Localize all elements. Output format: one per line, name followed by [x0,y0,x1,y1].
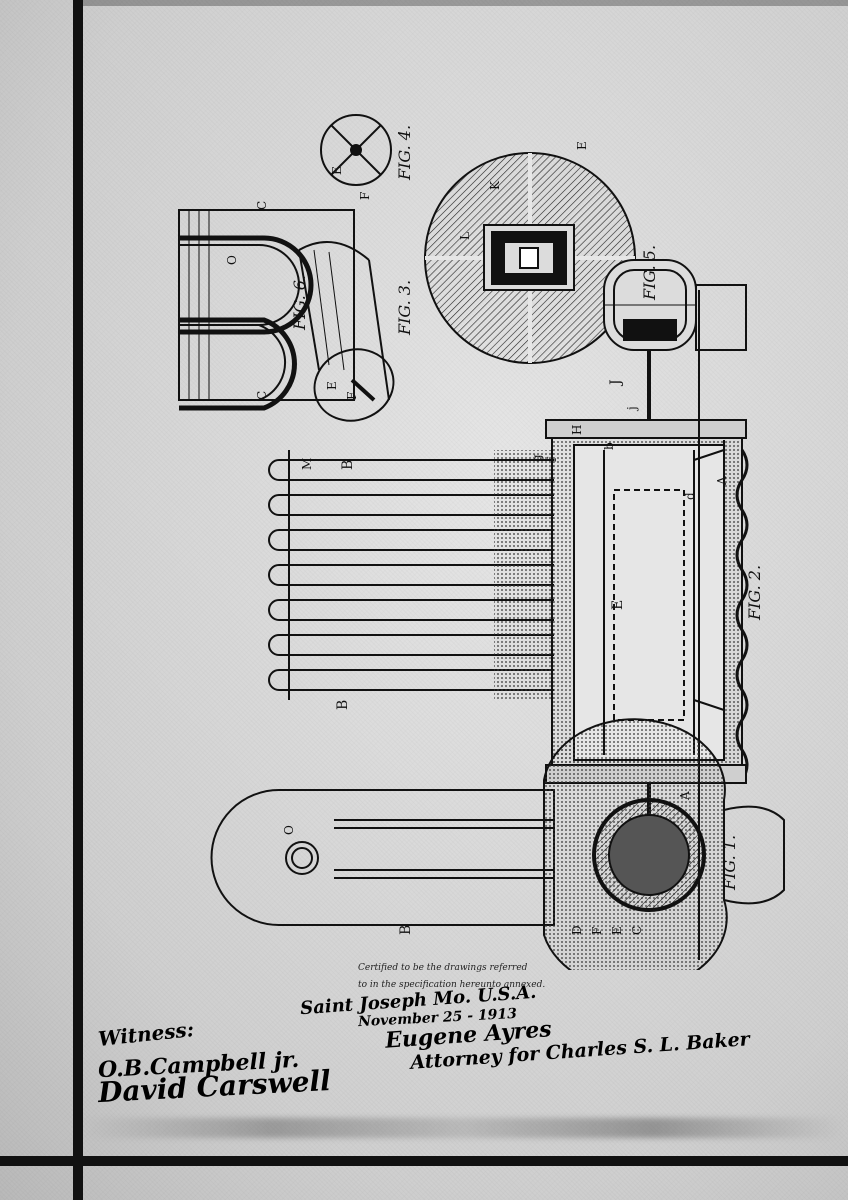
certification-line2: to in the specification hereunto annexed… [358,980,546,990]
fig4-drawing [320,114,392,186]
ref-letter-f-fig1: F [590,926,604,935]
ref-letter-k: K [488,181,502,190]
ref-letter-b-fig2b: B [335,699,351,710]
ref-letter-h: H [570,424,584,435]
ref-letter-b-fig2: B [340,459,356,470]
ref-letter-e-fig3: E [325,381,339,390]
top-edge-shadow [83,0,848,6]
drawing-svg [178,114,785,991]
fig6-label: FIG. 6. [290,274,309,330]
fig5-drawing [424,152,636,364]
fig6-drawing [178,209,355,411]
ref-letter-c-top: C [255,200,269,210]
ref-letter-m: M [300,457,314,470]
scan-smudge [83,1118,843,1138]
fig2-label: FIG. 2. [745,564,764,620]
ref-letter-j-small: j [625,406,639,410]
ref-letter-o-fig1: O [282,825,296,835]
ref-letter-j: J [608,379,624,385]
ref-letter-d-fig1: D [570,925,584,935]
ref-letter-o: O [225,255,239,265]
ref-letter-g: g [530,454,544,462]
ref-letter-f-fig3: F [345,391,359,400]
ref-letter-a-fig1: A [678,791,692,800]
ref-letter-e-fig5: E [575,141,589,150]
ref-letter-l: L [458,232,472,240]
ref-letter-a-fig2: A [715,476,729,485]
fig5-label: FIG. 5. [640,244,659,300]
ref-letter-d: d [683,492,697,500]
fig3-drawing [298,241,395,422]
binding-line-left [73,0,83,1200]
fig1-drawing [210,718,785,991]
fig3-label: FIG. 3. [395,279,414,335]
fig2-drawing [268,259,749,960]
certification-line1: Certified to be the drawings referred [358,963,528,973]
ref-letter-e-fig1: E [610,926,624,935]
ref-letter-b-small: b [602,442,616,450]
fig4-label: FIG. 4. [395,124,414,180]
ref-letter-b-fig1: B [398,924,414,935]
fig1-label: FIG. 1. [720,834,739,890]
ref-letter-f: f [545,457,559,462]
binding-line-bottom [0,1156,848,1166]
patent-drawing [84,20,824,991]
ref-letter-c-fig1: C [630,925,644,935]
ref-letter-f-fig4: F [358,191,372,200]
ref-letter-e-fig4: E [330,166,344,175]
ref-letter-c-bot: C [255,390,269,400]
ref-letter-e-fig2: E [610,599,626,610]
